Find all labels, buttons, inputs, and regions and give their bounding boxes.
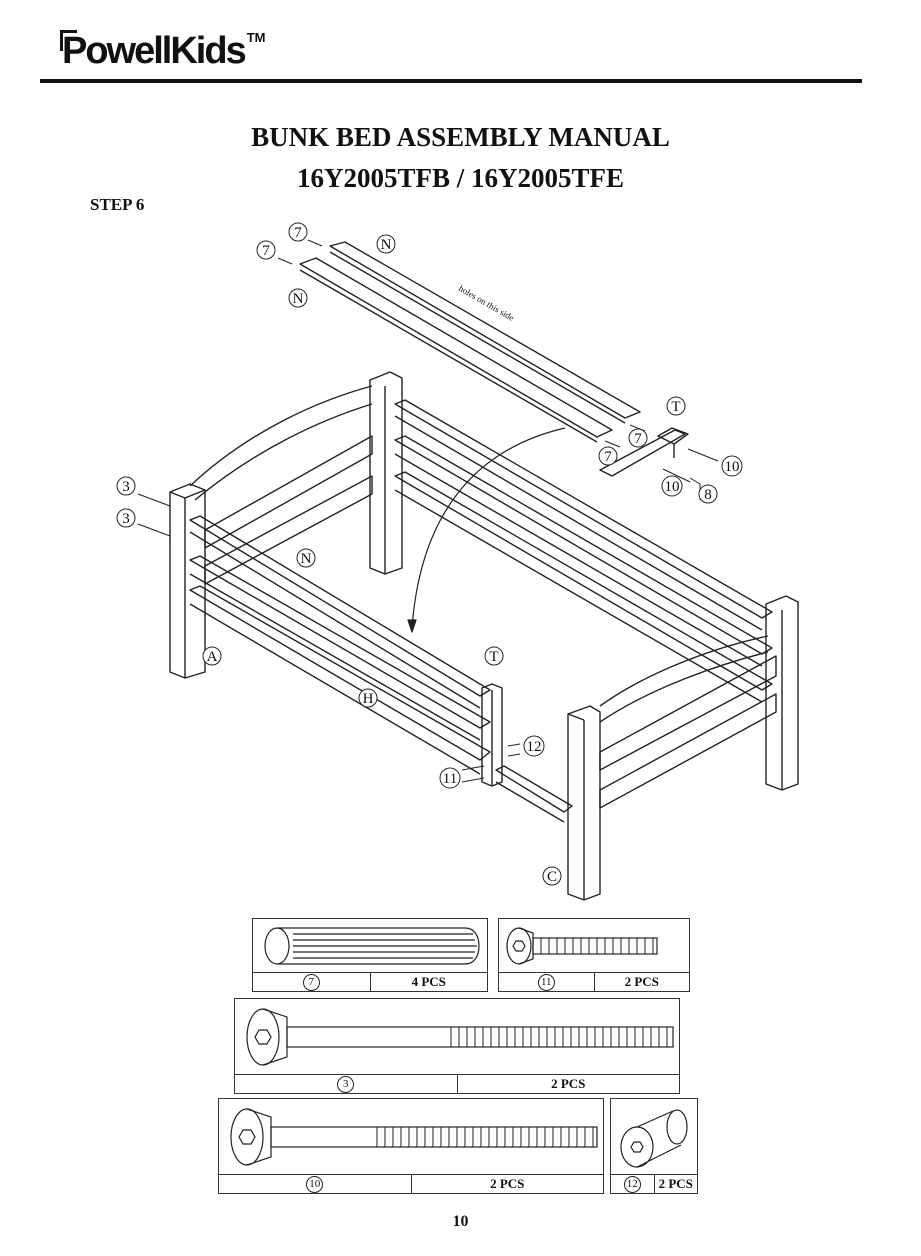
hardware-box-10: 10 2 PCS [218, 1098, 604, 1194]
dowel-icon [264, 927, 480, 965]
part-number: 7 [302, 973, 320, 991]
svg-text:3: 3 [122, 511, 130, 527]
medium-bolt-icon [230, 1108, 598, 1166]
callout-12: 12 [523, 735, 545, 757]
step-label: STEP 6 [90, 195, 145, 214]
support-t-lower [481, 683, 503, 787]
svg-text:T: T [671, 399, 680, 415]
callout-a: A [202, 646, 222, 666]
hardware-box-11: 11 2 PCS [498, 918, 690, 992]
part-number: 12 [623, 1175, 641, 1193]
svg-text:N: N [381, 237, 392, 253]
callout-8: 8 [698, 484, 718, 504]
hardware-footer-7: 7 4 PCS [253, 972, 487, 991]
svg-text:A: A [207, 649, 218, 665]
callouts: 7 7 N N holes on this side T 7 7 10 10 8… [116, 222, 743, 886]
svg-text:7: 7 [604, 449, 612, 465]
hardware-qty: 2 PCS [410, 1175, 604, 1193]
hardware-footer-3: 3 2 PCS [235, 1074, 679, 1093]
callout-c: C [542, 866, 562, 886]
back-rail [394, 399, 773, 703]
svg-text:T: T [489, 649, 498, 665]
svg-text:8: 8 [704, 487, 712, 503]
svg-text:10: 10 [665, 479, 680, 495]
svg-text:7: 7 [294, 225, 302, 241]
callout-n-upper-1: N [376, 234, 396, 254]
hardware-box-3: 3 2 PCS [234, 998, 680, 1094]
callout-3b: 3 [116, 508, 136, 528]
hardware-qty: 2 PCS [593, 973, 690, 991]
callout-7d: 7 [598, 446, 618, 466]
hardware-box-12: 12 2 PCS [610, 1098, 698, 1194]
short-bolt-icon [506, 927, 658, 965]
hardware-box-7: 7 4 PCS [252, 918, 488, 992]
callout-t-lower: T [484, 646, 504, 666]
part-number: 3 [337, 1075, 355, 1093]
support-t-upper [599, 427, 689, 477]
barrel-nut-icon [620, 1109, 688, 1168]
callout-10b: 10 [661, 475, 683, 497]
front-rail-h [189, 515, 491, 775]
callout-7b: 7 [256, 240, 276, 260]
header-rule [40, 79, 862, 83]
hardware-id-cell: 10 [219, 1175, 411, 1193]
callout-h: H [358, 688, 378, 708]
hardware-id-cell: 3 [235, 1075, 457, 1093]
svg-text:N: N [301, 551, 312, 567]
hardware-id-cell: 12 [611, 1175, 654, 1193]
trademark: TM [246, 30, 266, 45]
svg-text:N: N [293, 291, 304, 307]
dowel-marks [277, 239, 646, 448]
hardware-footer-12: 12 2 PCS [611, 1174, 697, 1193]
brand-mark-icon [60, 30, 77, 51]
svg-text:C: C [547, 869, 557, 885]
side-rail-n-upper [299, 241, 641, 443]
svg-text:11: 11 [443, 771, 457, 787]
model-number: 16Y2005TFB / 16Y2005TFE [296, 163, 625, 193]
callout-n-lower: N [296, 548, 316, 568]
bottom-rail [495, 765, 573, 823]
svg-text:H: H [363, 691, 374, 707]
headboard-c [567, 595, 799, 901]
hardware-id-cell: 7 [253, 973, 370, 991]
svg-text:7: 7 [262, 243, 270, 259]
assembly-diagram: 7 7 N N holes on this side T 7 7 10 10 8… [116, 222, 799, 901]
callout-7c: 7 [628, 428, 648, 448]
hardware-qty: 2 PCS [456, 1075, 680, 1093]
manual-title: BUNK BED ASSEMBLY MANUAL [251, 122, 670, 152]
svg-text:10: 10 [725, 459, 740, 475]
svg-text:12: 12 [527, 739, 542, 755]
part-number: 10 [306, 1175, 324, 1193]
callout-7a: 7 [288, 222, 308, 242]
bolt-3-marks [137, 493, 171, 537]
hardware-qty: 4 PCS [369, 973, 488, 991]
long-bolt-icon [246, 1008, 674, 1066]
placement-arrow [407, 427, 566, 633]
svg-text:7: 7 [634, 431, 642, 447]
svg-text:3: 3 [122, 479, 130, 495]
headboard-a [169, 371, 403, 679]
holes-note: holes on this side [457, 283, 516, 323]
bolt-11-12-marks [461, 743, 521, 783]
hardware-footer-11: 11 2 PCS [499, 972, 689, 991]
callout-11: 11 [439, 767, 461, 789]
callout-10a: 10 [721, 455, 743, 477]
page-number: 10 [452, 1213, 469, 1230]
hardware-footer-10: 10 2 PCS [219, 1174, 603, 1193]
callout-t-upper: T [666, 396, 686, 416]
callout-3a: 3 [116, 476, 136, 496]
hardware-qty: 2 PCS [653, 1175, 698, 1193]
callout-n-upper-2: N [288, 288, 308, 308]
part-number: 11 [537, 973, 555, 991]
hardware-id-cell: 11 [499, 973, 594, 991]
brand-name: PowellKids [62, 30, 247, 72]
